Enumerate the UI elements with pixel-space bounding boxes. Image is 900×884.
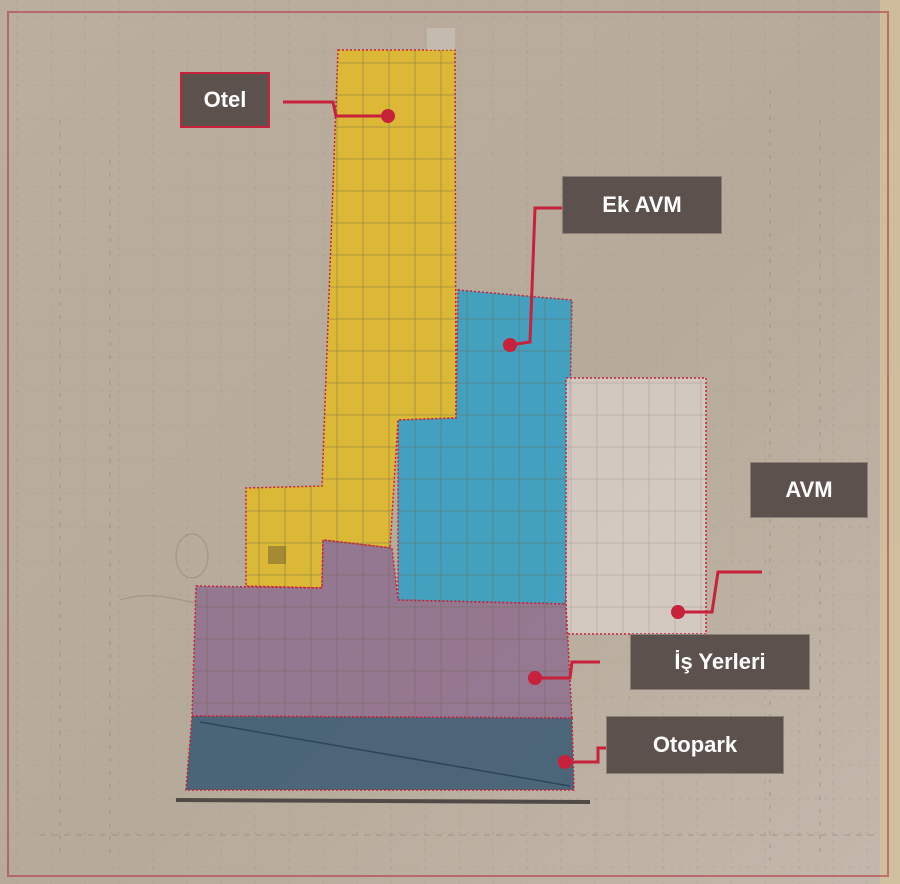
dot-ek-avm [503, 338, 517, 352]
is-yerleri-label: İş Yerleri [630, 634, 810, 690]
leader-otopark [565, 746, 606, 764]
otel-zone-grid [246, 50, 456, 588]
otopark-label: Otopark [606, 716, 784, 774]
leader-is-yerleri [535, 660, 600, 680]
pencil-guides [40, 90, 880, 860]
ek-avm-zone-grid [398, 290, 572, 604]
is-yerleri-zone-grid [192, 540, 572, 718]
leader-ek-avm [509, 206, 562, 347]
ek-avm-label: Ek AVM [562, 176, 722, 234]
ground-line [175, 798, 591, 804]
otopark-ramp-line [199, 721, 571, 787]
leader-lines [283, 100, 762, 764]
avm-zone-grid [566, 378, 706, 634]
dot-otel [381, 109, 395, 123]
otel-roof-block [427, 28, 455, 50]
paper-edge [880, 0, 900, 884]
dot-is-yerleri [528, 671, 542, 685]
leader-otel [283, 100, 388, 118]
leader-dots [381, 109, 685, 769]
leader-avm [678, 570, 762, 614]
photo-frame [7, 11, 889, 877]
dot-otopark [558, 755, 572, 769]
dot-avm [671, 605, 685, 619]
otel-label: Otel [180, 72, 270, 128]
avm-label: AVM [750, 462, 868, 518]
otel-stair-mark [268, 546, 286, 564]
